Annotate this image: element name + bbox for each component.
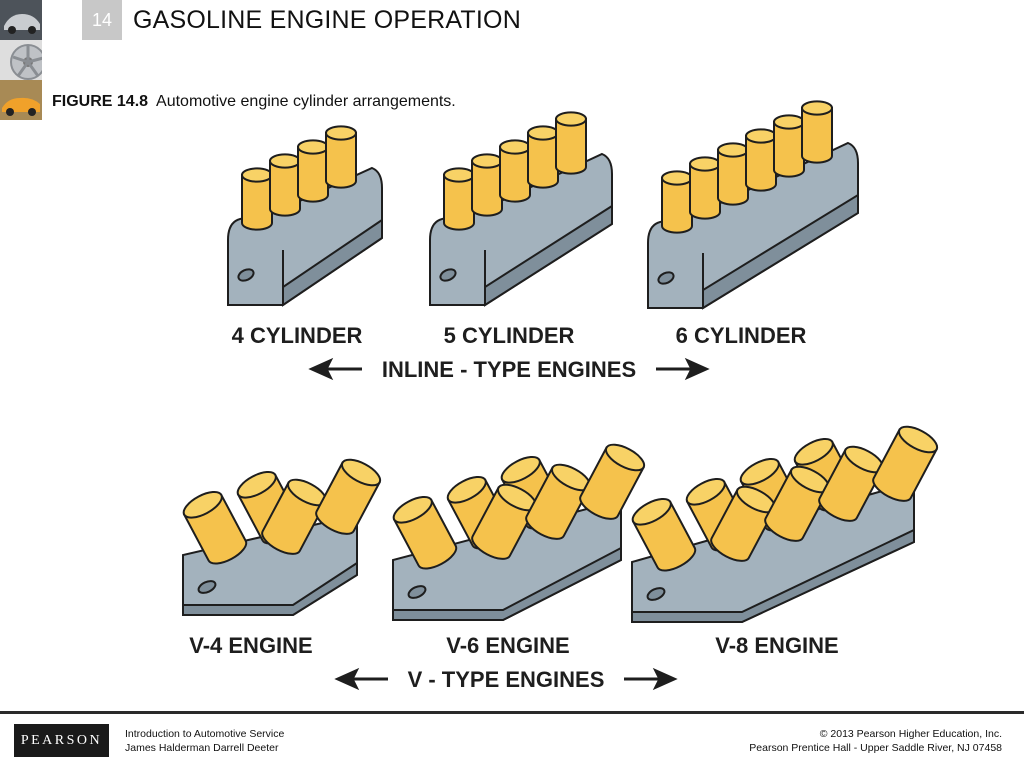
cylinder <box>392 496 458 570</box>
cylinder-left-bank <box>392 496 458 570</box>
crankshaft-end <box>657 271 675 285</box>
crankshaft-end <box>646 587 666 601</box>
inline6-engine <box>647 100 859 310</box>
figure-label: FIGURE 14.8 <box>52 93 149 110</box>
v4-engine <box>182 458 382 616</box>
cylinder <box>527 125 559 189</box>
cylinder <box>689 156 721 220</box>
inline5-engine <box>429 111 613 307</box>
cylinder-left-bank <box>631 498 697 572</box>
footer-publisher: Pearson Prentice Hall - Upper Saddle Riv… <box>749 742 1002 754</box>
inline-group-label: INLINE - TYPE ENGINES <box>382 357 636 382</box>
v6-label: V-6 ENGINE <box>446 633 569 658</box>
v6-engine <box>392 443 646 621</box>
inline-group-arrows <box>308 357 710 381</box>
cylinder <box>499 139 531 203</box>
car-thumbnail <box>0 0 42 40</box>
footer-divider <box>0 711 1024 714</box>
sports-car-thumbnail <box>0 80 42 120</box>
cylinder <box>297 139 329 203</box>
cylinder <box>241 167 273 231</box>
cylinder <box>555 111 587 175</box>
crankshaft-end <box>439 268 457 282</box>
inline6-label: 6 CYLINDER <box>676 323 807 348</box>
cylinder <box>710 485 777 562</box>
footer-copyright: © 2013 Pearson Higher Education, Inc. <box>819 728 1002 740</box>
footer-copyright-info: © 2013 Pearson Higher Education, Inc. Pe… <box>749 727 1002 755</box>
cylinder <box>525 463 592 540</box>
crankshaft-end <box>237 268 255 282</box>
cylinder-right-bank <box>579 443 646 520</box>
engine-arrangement-figure: 4 CYLINDER 5 CYLINDER 6 CYLINDER INLINE … <box>182 100 939 692</box>
chapter-number: 14 <box>82 0 122 40</box>
footer-book-info: Introduction to Automotive Service James… <box>125 727 284 755</box>
figure-caption: FIGURE 14.8 Automotive engine cylinder ar… <box>52 93 456 111</box>
engine-block <box>227 166 383 306</box>
engine-pan <box>631 528 915 623</box>
cylinder <box>745 128 777 192</box>
cylinder <box>872 425 939 502</box>
cylinder <box>443 167 475 231</box>
crankshaft-end <box>197 580 217 594</box>
cylinder-right-bank <box>525 463 592 540</box>
v8-engine <box>631 425 939 623</box>
v-group-label: V - TYPE ENGINES <box>408 667 605 692</box>
cylinder <box>325 125 357 189</box>
cylinder-right-bank <box>261 478 328 555</box>
engine-block <box>429 152 613 306</box>
cylinder-right-bank <box>315 458 382 535</box>
footer-book-title: Introduction to Automotive Service <box>125 728 285 740</box>
cylinder <box>661 170 693 234</box>
cylinder <box>182 491 248 565</box>
cylinder-right-bank <box>764 465 831 542</box>
cylinder <box>631 498 697 572</box>
v4-label: V-4 ENGINE <box>189 633 312 658</box>
wheel-thumbnail <box>0 40 42 80</box>
cylinder-right-bank <box>710 485 777 562</box>
header-thumbnails <box>0 0 42 122</box>
cylinder <box>764 465 831 542</box>
engine-pan <box>392 546 622 621</box>
cylinder <box>717 142 749 206</box>
pearson-logo: PEARSON <box>14 724 109 757</box>
inline4-engine <box>227 125 383 307</box>
crankshaft-end <box>407 585 427 599</box>
v8-label: V-8 ENGINE <box>715 633 838 658</box>
cylinder <box>269 153 301 217</box>
cylinder <box>471 153 503 217</box>
cylinder <box>261 478 328 555</box>
v-group-arrows <box>334 667 678 691</box>
figure-caption-text: Automotive engine cylinder arrangements. <box>156 93 456 110</box>
cylinder-right-bank <box>872 425 939 502</box>
cylinder-left-bank <box>182 491 248 565</box>
footer-authors: James Halderman Darrell Deeter <box>125 742 279 754</box>
inline4-label: 4 CYLINDER <box>232 323 363 348</box>
inline5-label: 5 CYLINDER <box>444 323 575 348</box>
cylinder <box>801 100 833 164</box>
engine-block <box>647 141 859 309</box>
cylinder <box>773 114 805 178</box>
cylinder <box>579 443 646 520</box>
cylinder <box>315 458 382 535</box>
engine-pan <box>182 561 358 616</box>
page-title: GASOLINE ENGINE OPERATION <box>133 6 521 34</box>
